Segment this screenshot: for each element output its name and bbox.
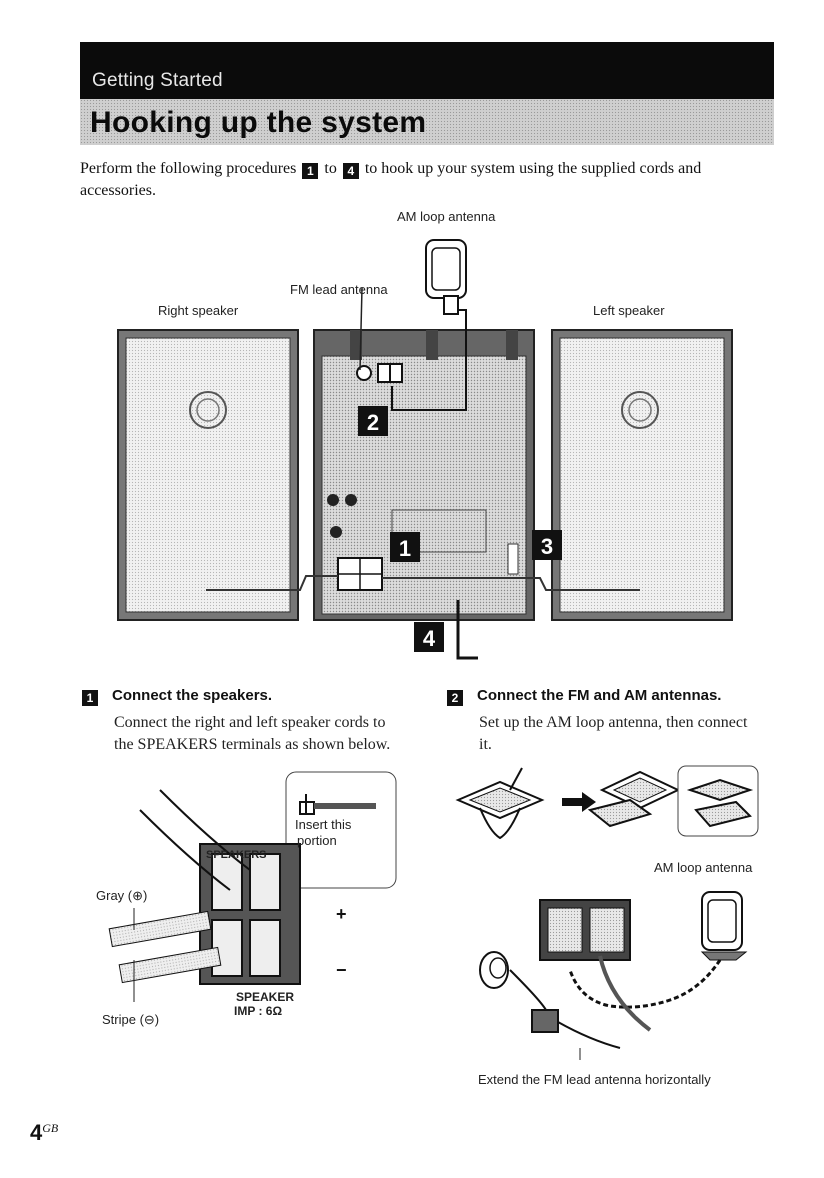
gray-plus-label: Gray (⊕): [96, 888, 148, 903]
step-1-badge: 1: [390, 532, 420, 562]
system-hookup-diagram: 2 1 3 4: [117, 239, 733, 660]
am-loop-standing-icon: [587, 770, 681, 828]
speaker-terminal-illustration: + −: [108, 771, 397, 1002]
page-number-suffix: GB: [42, 1121, 59, 1135]
fm-lead-wire: [359, 287, 363, 371]
step-2-badge: 2: [358, 406, 388, 436]
page-number-value: 4: [30, 1120, 43, 1145]
impedance-label: IMP : 6Ω: [234, 1004, 283, 1018]
section-title: Getting Started: [92, 70, 223, 91]
stripe-minus-label: Stripe (⊖): [102, 1012, 160, 1027]
clip-inset: [677, 765, 759, 837]
plus-sign: +: [336, 904, 347, 924]
am-loop-antenna-label-2: AM loop antenna: [654, 860, 753, 875]
svg-text:1: 1: [399, 536, 411, 561]
section-1-title: Connect the speakers.: [112, 687, 273, 704]
am-loop-antenna-icon: [391, 239, 467, 411]
page-number: 4GB: [30, 1120, 58, 1146]
main-unit: [313, 329, 535, 621]
step-badge-1: 1: [302, 163, 319, 179]
intro-to: to: [324, 160, 337, 177]
section-2-text: Set up the AM loop antenna, then connect…: [479, 712, 747, 756]
antenna-illustration: [455, 765, 759, 1060]
section-2-badge: 2: [447, 690, 463, 706]
step-3-badge: 3: [532, 530, 562, 560]
fm-lead-antenna-icon: [479, 951, 652, 1049]
right-speaker: [117, 329, 299, 621]
section-2-line-1: Set up the AM loop antenna, then connect: [479, 714, 748, 731]
speakers-terminal-title: SPEAKERS: [206, 849, 267, 861]
extend-fm-lead-label: Extend the FM lead antenna horizontally: [478, 1072, 711, 1087]
svg-text:4: 4: [423, 626, 436, 651]
left-speaker-label: Left speaker: [593, 303, 665, 318]
page-header: Getting Started Hooking up the system: [80, 42, 774, 145]
insert-this-label: Insert this: [295, 817, 352, 832]
power-cord: [456, 600, 478, 660]
left-speaker: [551, 329, 733, 621]
am-loop-antenna-label: AM loop antenna: [397, 209, 496, 224]
page-title: Hooking up the system: [90, 106, 427, 139]
step-4-badge: 4: [414, 622, 444, 652]
svg-text:3: 3: [541, 534, 553, 559]
section-2-title: Connect the FM and AM antennas.: [477, 687, 722, 704]
am-loop-assembly-icon: [455, 767, 545, 840]
intro-text-2: to hook up your system using the supplie…: [80, 160, 702, 199]
step-badge-4: 4: [342, 163, 359, 179]
section-2-line-2: it.: [479, 736, 492, 753]
speaker-terminal-label: SPEAKER: [236, 990, 295, 1004]
section-1-text: Connect the right and left speaker cords…: [114, 712, 390, 756]
svg-text:2: 2: [367, 410, 379, 435]
fm-lead-antenna-label: FM lead antenna: [290, 282, 388, 297]
right-speaker-label: Right speaker: [158, 303, 239, 318]
portion-label: portion: [297, 833, 337, 848]
section-1-line-1: Connect the right and left speaker cords…: [114, 714, 386, 731]
intro-text-1: Perform the following procedures: [80, 160, 297, 177]
section-1-heading: 1 Connect the speakers.: [80, 687, 272, 706]
section-2-heading: 2 Connect the FM and AM antennas.: [445, 687, 721, 706]
intro-paragraph: Perform the following procedures 1 to 4 …: [80, 158, 760, 202]
section-1-badge: 1: [82, 690, 98, 706]
title-band: Hooking up the system: [80, 99, 774, 145]
minus-sign: −: [336, 960, 347, 980]
section-1-line-2: the SPEAKERS terminals as shown below.: [114, 736, 391, 753]
am-loop-antenna-right-icon: [700, 891, 748, 961]
am-antenna-wire: [568, 959, 722, 1009]
arrow-right-icon: [562, 792, 596, 812]
